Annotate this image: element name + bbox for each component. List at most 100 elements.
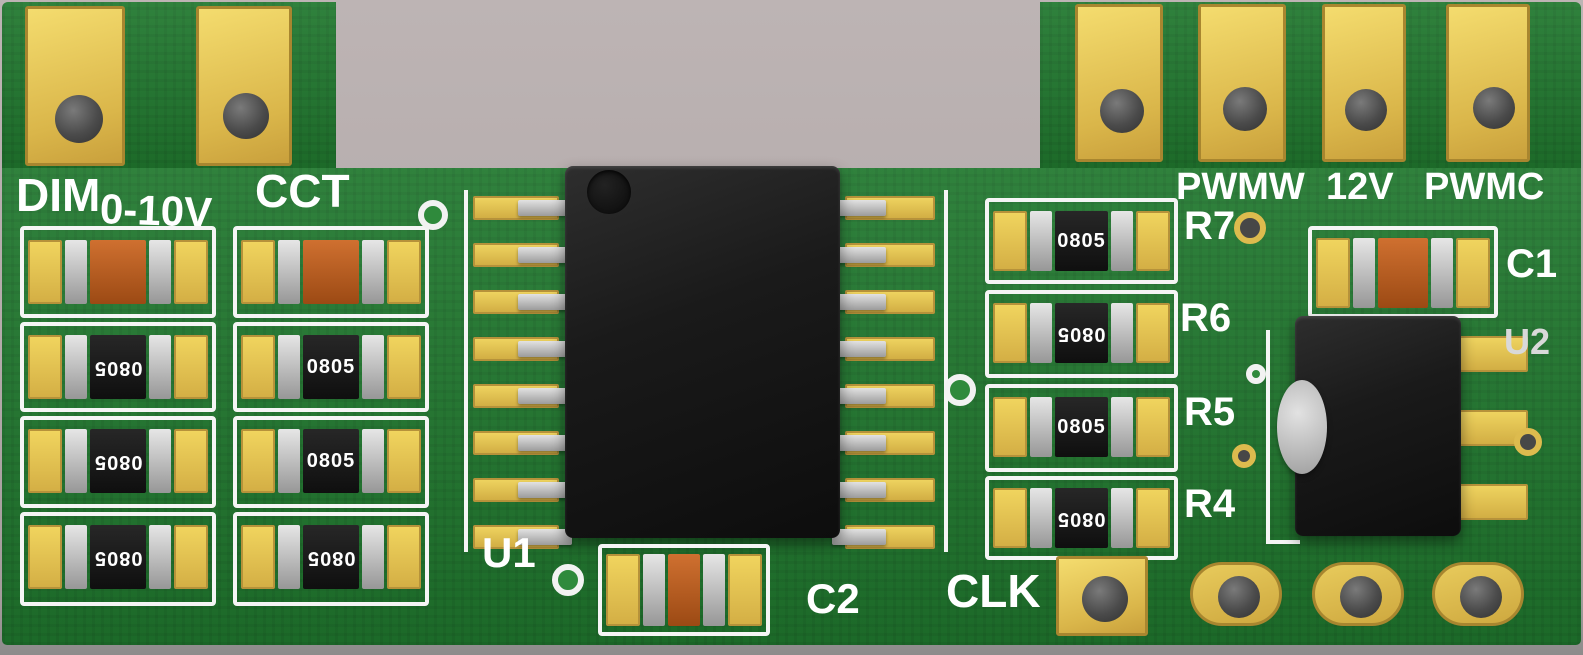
ic-lead (518, 247, 572, 263)
resistor-smd: 0805 (28, 335, 208, 399)
terminal-cap (1111, 397, 1133, 457)
via (552, 564, 584, 596)
pad-oval-3 (1432, 562, 1524, 626)
solder-pad (606, 554, 640, 626)
solder-pad (387, 240, 421, 304)
pad-clk (1056, 556, 1148, 636)
u2-cylinder (1277, 380, 1327, 474)
terminal-cap (1111, 488, 1133, 548)
solder-pad (241, 240, 275, 304)
silk-label-pwmw: PWMW (1176, 166, 1305, 208)
terminal-cap (703, 554, 725, 626)
via (944, 374, 976, 406)
ic-lead (518, 482, 572, 498)
terminal-cap (278, 429, 300, 493)
pin1-marker (587, 170, 631, 214)
ic-lead (832, 200, 886, 216)
silk-label-pwmc: PWMC (1424, 166, 1545, 208)
via (1232, 444, 1256, 468)
terminal-cap (362, 525, 384, 589)
ic-lead (518, 388, 572, 404)
package-marking: 0805 (1057, 507, 1106, 530)
ic-lead (518, 435, 572, 451)
package-marking: 0805 (93, 546, 143, 569)
solder-pad (174, 240, 208, 304)
terminal-cap (1030, 488, 1052, 548)
u2-pad (1450, 410, 1528, 446)
package-marking: 0805 (306, 449, 356, 472)
solder-pad (28, 240, 62, 304)
terminal-cap (149, 525, 171, 589)
resistor-body: 0805 (90, 525, 146, 589)
package-marking: 0805 (1057, 229, 1106, 252)
ic-u1-body (565, 166, 840, 538)
pad-aux (1446, 4, 1530, 162)
terminal-cap (1030, 303, 1052, 363)
silk-outline-u2 (1266, 330, 1300, 544)
terminal-cap (362, 429, 384, 493)
pad-dim (25, 6, 125, 166)
ic-lead (832, 388, 886, 404)
resistor-smd: 0805 (28, 525, 208, 589)
silk-outline (233, 226, 429, 318)
terminal-cap (1030, 397, 1052, 457)
solder-pad (387, 429, 421, 493)
terminal-cap (1030, 211, 1052, 271)
package-marking: 0805 (93, 356, 143, 379)
package-marking: 0805 (1057, 322, 1106, 345)
terminal-cap (1111, 303, 1133, 363)
solder-pad (993, 397, 1027, 457)
pad-oval-3-hole (1460, 576, 1502, 618)
silk-label-c2: C2 (806, 575, 860, 622)
resistor-body: 0805 (90, 335, 146, 399)
package-marking: 0805 (1057, 415, 1106, 438)
silk-outline (233, 512, 429, 606)
capacitor-body (90, 240, 146, 304)
resistor-body: 0805 (90, 429, 146, 493)
terminal-cap (65, 240, 87, 304)
terminal-cap (149, 240, 171, 304)
pad-pwmc-hole (1345, 89, 1387, 131)
package-marking: 0805 (306, 546, 356, 569)
pad-pwmc (1322, 4, 1406, 162)
pad-12v-hole (1223, 87, 1267, 131)
solder-pad (28, 335, 62, 399)
ic-pad (845, 525, 935, 549)
ic-lead (832, 247, 886, 263)
resistor-body: 0805 (303, 429, 359, 493)
pad-cct-hole (223, 93, 269, 139)
solder-pad (1136, 303, 1170, 363)
resistor-smd: 0805 (28, 429, 208, 493)
capacitor-body (1378, 238, 1428, 308)
resistor-smd: 0805 (241, 525, 421, 589)
solder-pad (1456, 238, 1490, 308)
solder-pad (387, 335, 421, 399)
terminal-cap (362, 335, 384, 399)
resistor-body: 0805 (303, 335, 359, 399)
pad-oval-1-hole (1218, 576, 1260, 618)
resistor-body: 0805 (1055, 397, 1108, 457)
silk-outline (985, 384, 1178, 472)
solder-pad (993, 211, 1027, 271)
u2-pad (1450, 484, 1528, 520)
solder-pad (993, 303, 1027, 363)
ic-lead (832, 341, 886, 357)
ic-lead (832, 529, 886, 545)
solder-pad (1136, 211, 1170, 271)
silk-label-12v: 12V (1326, 166, 1394, 208)
terminal-cap (643, 554, 665, 626)
silk-outline (233, 322, 429, 412)
solder-pad (387, 525, 421, 589)
terminal-cap (149, 429, 171, 493)
capacitor-body (303, 240, 359, 304)
solder-pad (241, 335, 275, 399)
pad-aux-hole (1473, 87, 1515, 129)
terminal-cap (149, 335, 171, 399)
capacitor-body (668, 554, 700, 626)
ic-lead (518, 294, 572, 310)
pad-cct (196, 6, 292, 166)
resistor-body: 0805 (1055, 211, 1108, 271)
resistor-smd: 0805 (241, 429, 421, 493)
resistor-r6: 0805 (993, 303, 1170, 363)
